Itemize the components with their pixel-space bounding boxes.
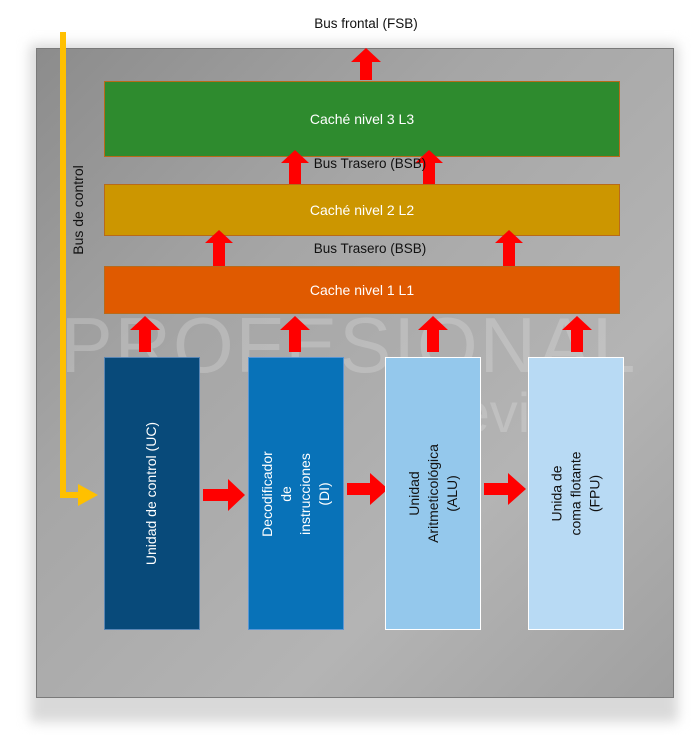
arrow-up-icon: [562, 316, 592, 352]
arrow-right-icon: [484, 473, 526, 505]
unit-alu: Unidad Aritmeticológica (ALU): [385, 357, 481, 630]
unit-decoder-label: Decodificador de instrucciones (DI): [259, 450, 332, 537]
cache-l2-label: Caché nivel 2 L2: [309, 202, 415, 218]
unit-control-label: Unidad de control (UC): [143, 421, 160, 566]
back-bus-label-upper: Bus Trasero (BSB): [313, 156, 427, 171]
arrow-up-icon: [130, 316, 160, 352]
unit-fpu: Unida de coma flotante (FPU): [528, 357, 624, 630]
arrow-up-icon: [495, 230, 523, 266]
unit-alu-label: Unidad Aritmeticológica (ALU): [405, 444, 460, 543]
control-bus-line: [60, 32, 98, 506]
arrow-right-icon: [78, 484, 98, 506]
arrow-right-icon: [203, 479, 245, 511]
cache-l3-label: Caché nivel 3 L3: [309, 111, 415, 127]
unit-fpu-label: Unida de coma flotante (FPU): [548, 451, 603, 536]
cache-l2: Caché nivel 2 L2: [104, 184, 620, 236]
arrow-up-icon: [351, 48, 381, 80]
cache-l1: Cache nivel 1 L1: [104, 266, 620, 314]
arrow-up-icon: [415, 150, 443, 184]
arrow-up-icon: [418, 316, 448, 352]
arrow-right-icon: [347, 473, 388, 505]
control-bus-label: Bus de control: [70, 165, 86, 255]
arrow-up-icon: [205, 230, 233, 266]
cache-l3: Caché nivel 3 L3: [104, 81, 620, 157]
unit-decoder: Decodificador de instrucciones (DI): [248, 357, 344, 630]
front-bus-label: Bus frontal (FSB): [314, 16, 418, 31]
arrow-up-icon: [280, 316, 310, 352]
cache-l1-label: Cache nivel 1 L1: [309, 282, 415, 298]
arrow-up-icon: [281, 150, 309, 184]
unit-control: Unidad de control (UC): [104, 357, 200, 630]
back-bus-label-lower: Bus Trasero (BSB): [313, 241, 427, 256]
